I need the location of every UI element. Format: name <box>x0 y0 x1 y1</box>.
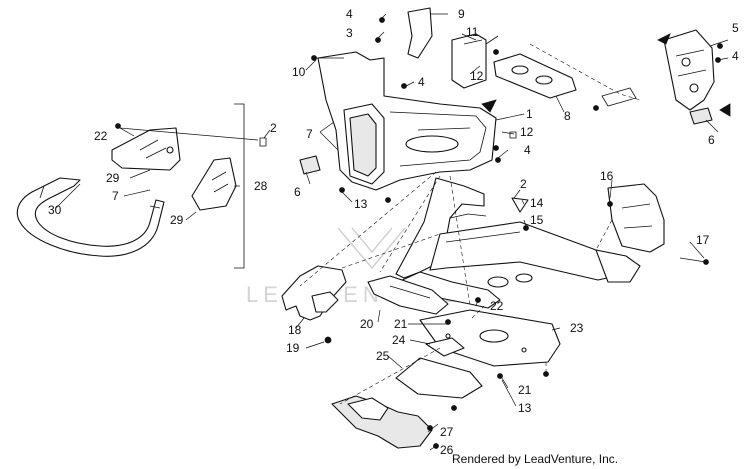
callout-12-mid: 12 <box>520 125 534 139</box>
callout-2-left: 2 <box>270 121 277 135</box>
steering-bracket <box>657 29 715 111</box>
bumper-bracket-lower <box>191 157 237 211</box>
main-chassis <box>395 177 641 309</box>
callout-29-lower: 29 <box>170 213 184 227</box>
callout-23: 23 <box>570 321 584 335</box>
callout-14: 14 <box>530 196 544 210</box>
callout-19: 19 <box>286 341 300 355</box>
skid-plate-24 <box>425 337 465 357</box>
bumper-bracket-upper <box>111 127 181 171</box>
callout-8: 8 <box>564 109 571 123</box>
callout-15: 15 <box>530 213 544 227</box>
callout-18: 18 <box>288 323 302 337</box>
callout-4-top: 4 <box>346 7 353 21</box>
callout-11: 11 <box>466 25 479 39</box>
callout-21-mid: 21 <box>394 317 408 331</box>
belly-pan <box>419 309 561 367</box>
callout-22-right: 22 <box>490 299 504 313</box>
callout-7-mid: 7 <box>306 127 313 141</box>
callout-10: 10 <box>292 65 306 79</box>
callout-13-mid: 13 <box>354 197 368 211</box>
rubber-bumper-6-right <box>689 107 713 125</box>
callout-3: 3 <box>346 26 353 40</box>
lower-cover <box>331 395 433 449</box>
callout-29-upper: 29 <box>106 171 120 185</box>
leader-lines <box>55 13 729 451</box>
callout-26: 26 <box>440 443 454 457</box>
callout-21-lower: 21 <box>518 383 532 397</box>
callout-2-right: 2 <box>520 177 527 191</box>
callout-13-lower: 13 <box>518 401 532 415</box>
windshield-bracket <box>407 7 433 59</box>
skid-plate-25 <box>395 357 483 399</box>
callout-28: 28 <box>254 179 268 193</box>
tie-rod-end <box>601 87 637 107</box>
rear-mount-bracket <box>607 183 665 253</box>
callout-5: 5 <box>732 21 739 35</box>
callout-1: 1 <box>526 107 533 121</box>
group-bracket-28 <box>234 103 245 269</box>
render-credit: Rendered by LeadVenture, Inc. <box>452 452 619 466</box>
callout-12-top: 12 <box>470 69 484 83</box>
callout-6-left: 6 <box>294 185 301 199</box>
callout-9: 9 <box>458 7 465 21</box>
shock-tower-left <box>281 265 347 321</box>
hardware <box>115 17 723 449</box>
front-bumper <box>16 177 165 257</box>
rubber-bumper-6-left <box>299 155 321 175</box>
top-plate <box>493 53 577 99</box>
callout-22-left: 22 <box>94 129 108 143</box>
callout-4-lower: 4 <box>524 143 531 157</box>
callout-27: 27 <box>440 425 454 439</box>
callout-20: 20 <box>360 317 374 331</box>
callout-labels: 4 3 9 11 10 4 12 5 4 8 6 1 22 2 7 12 4 6… <box>48 7 739 457</box>
front-frame <box>317 51 497 191</box>
mount-block <box>451 33 499 89</box>
callout-17: 17 <box>696 233 710 247</box>
callout-24: 24 <box>392 333 406 347</box>
skid-brace <box>367 275 449 315</box>
callout-4-right: 4 <box>732 49 739 63</box>
callout-4-mid: 4 <box>418 75 425 89</box>
callout-16: 16 <box>600 169 614 183</box>
callout-30: 30 <box>48 203 62 217</box>
callout-7-left: 7 <box>112 189 119 203</box>
callout-6-right: 6 <box>708 133 715 147</box>
callout-25: 25 <box>376 349 390 363</box>
